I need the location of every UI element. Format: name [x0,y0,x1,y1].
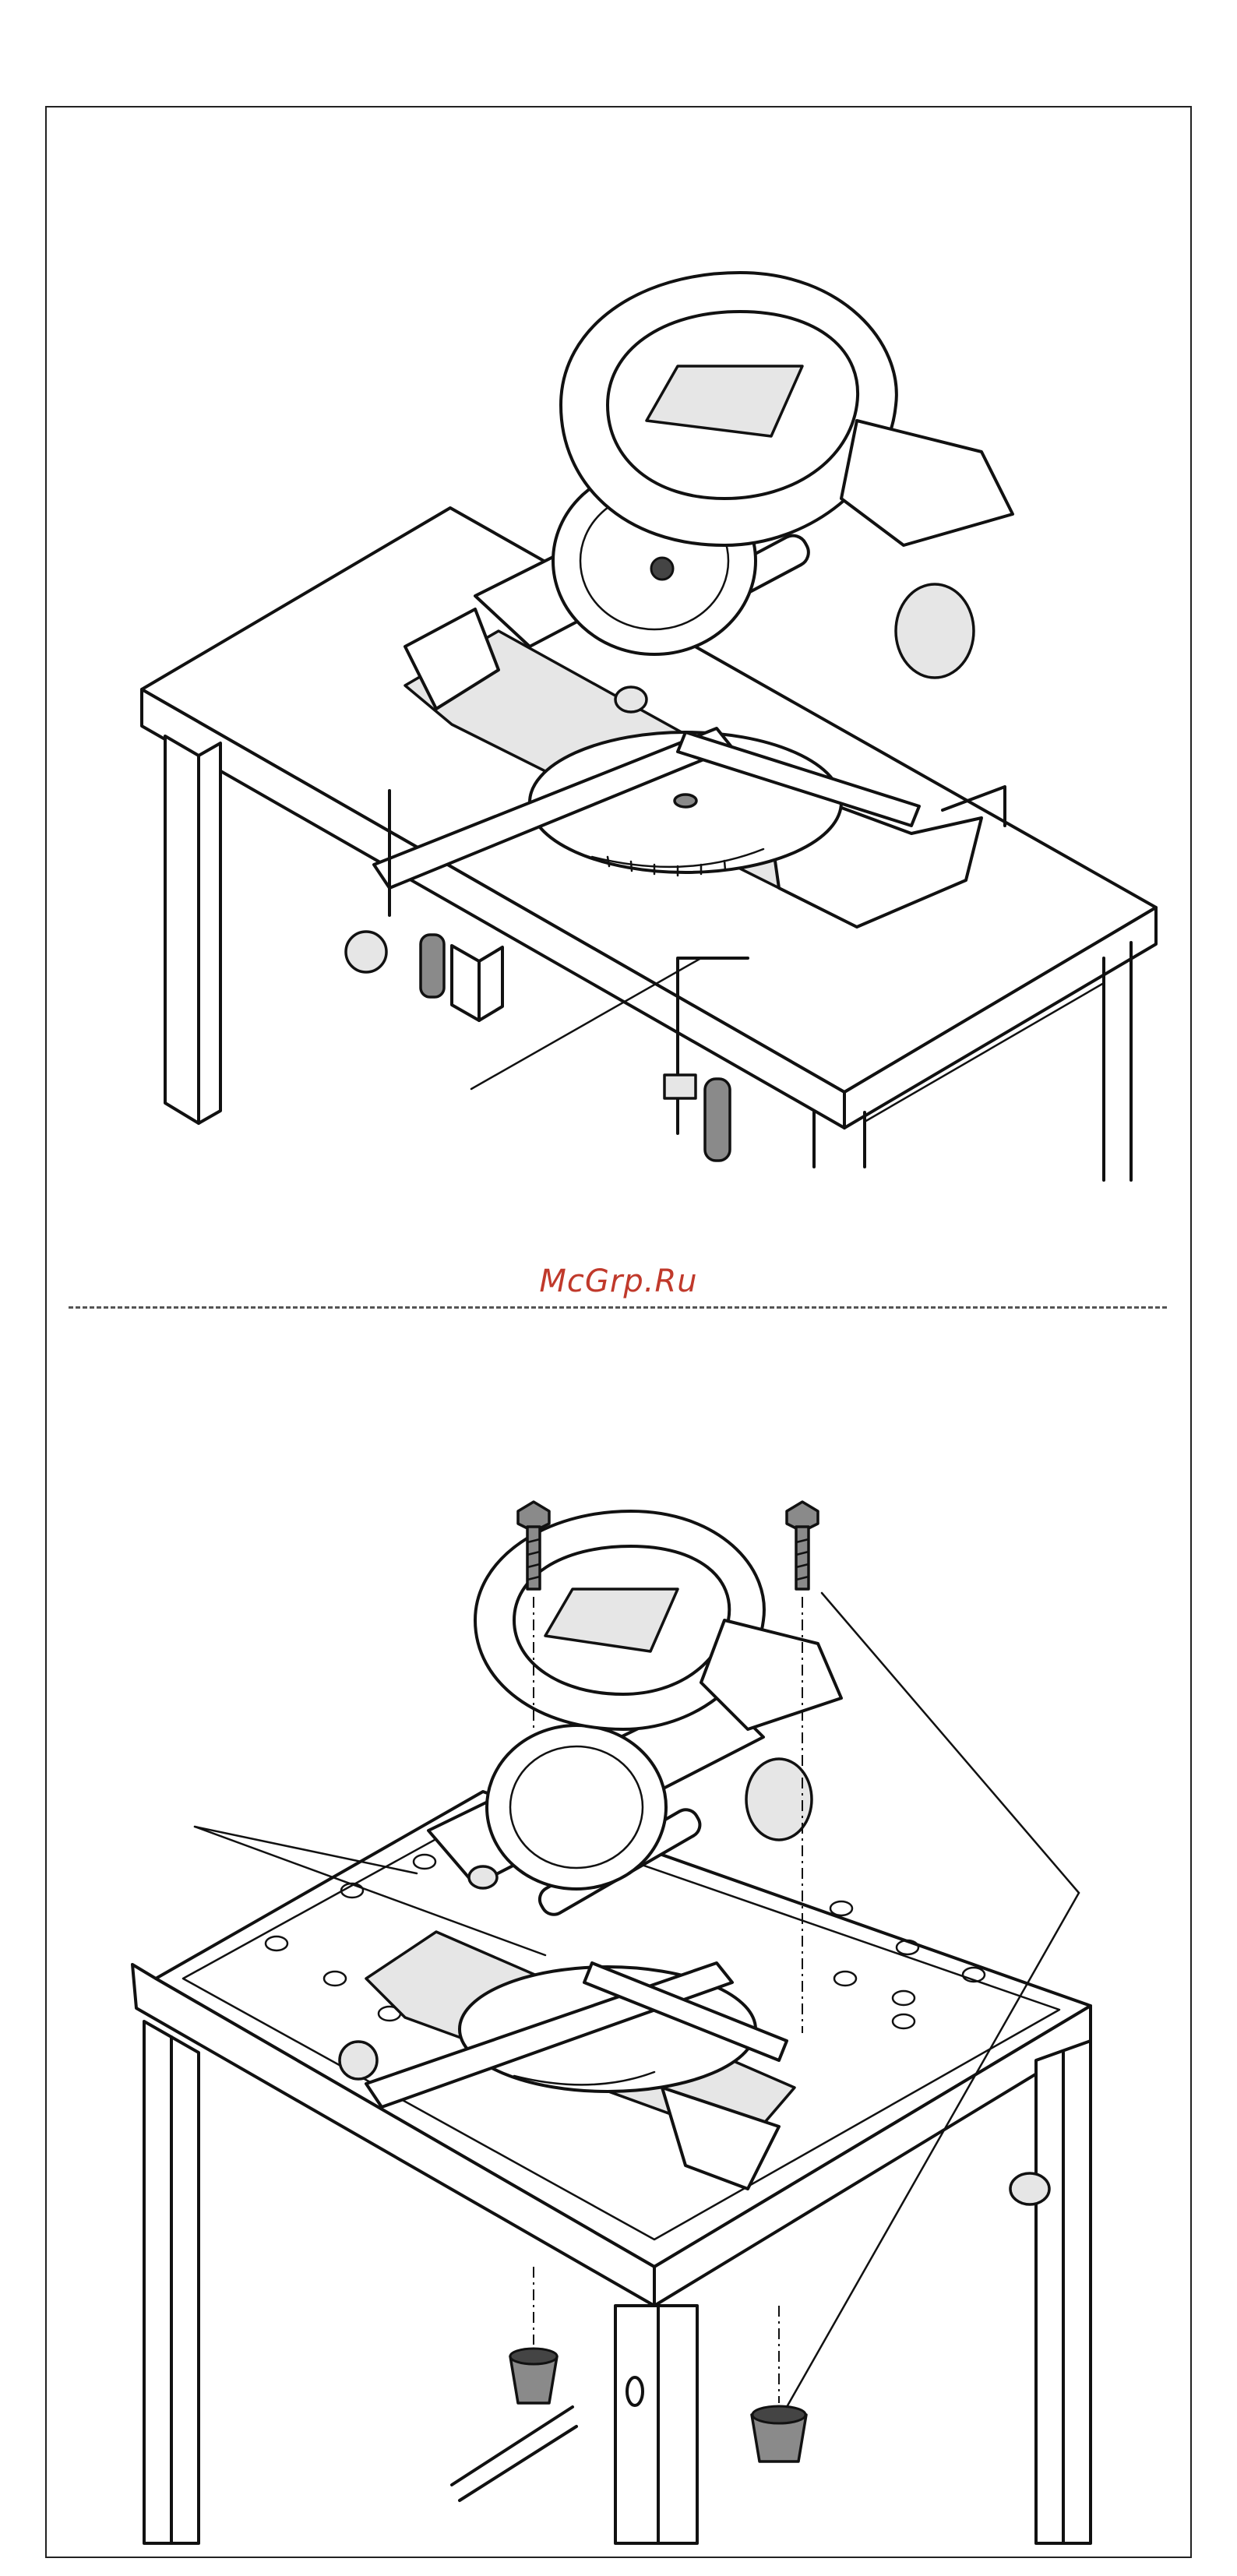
leader-line-right-a [822,1593,1079,1893]
handle-grip-knob-bottom [469,1866,497,1888]
clamp-knob-bottom [340,2042,377,2079]
table-leg-front-left [165,736,199,1123]
clamp-right-slider [664,1075,696,1098]
handle-grip-knob [615,687,647,712]
clamp-left-screw [421,935,444,997]
blade-guard-bottom [487,1725,666,1889]
turntable-center-hole [675,795,696,807]
workbench-crossbar [452,2407,573,2485]
workbench-knob-right [1010,2173,1049,2204]
table-leg-middle [452,946,479,1020]
motor-rear-block [841,421,1013,545]
figure-table-clamp-mounting [0,0,1237,1262]
figure-workbench-bolt-mounting [0,1293,1237,2576]
clamp-left-knob [346,932,386,972]
clamp-right-screw [705,1079,730,1161]
table-leg-front-left-side [199,743,220,1123]
workbench-leg-front [615,2306,697,2543]
table-leg-middle-side [479,947,502,1020]
leg-hole [627,2377,643,2405]
bolt-right-icon [787,1502,818,1589]
